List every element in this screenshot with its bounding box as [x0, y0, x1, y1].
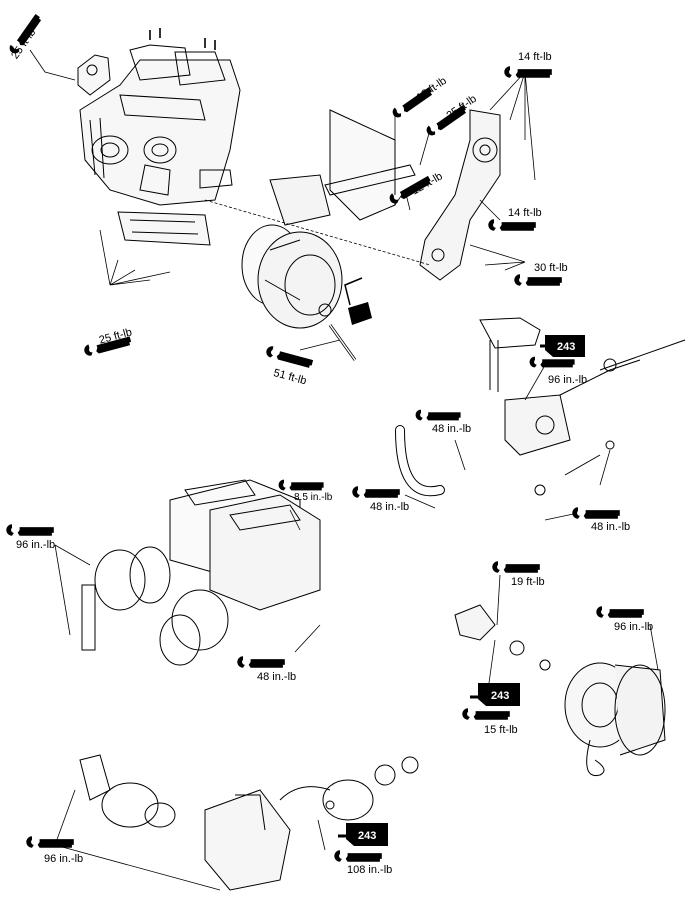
recoil-leaders — [487, 574, 659, 691]
torque-label-t4: 14 ft-lb — [518, 51, 552, 63]
torque-label-t15: 96 in.-lb — [16, 539, 56, 551]
engine-block — [79, 28, 241, 206]
drive-clutch — [241, 224, 343, 329]
engine-mount-plate — [117, 211, 211, 246]
torque-label-t13: 48 in.-lb — [591, 521, 631, 533]
loctite-label-l2: 243 — [491, 690, 509, 702]
wrench-icon-t19 — [462, 708, 510, 720]
wrench-icon-t14 — [278, 479, 324, 491]
loctite-tag-l3: 243 — [338, 823, 388, 846]
oil-can-icon — [344, 277, 372, 325]
clutch-bolt — [328, 324, 357, 361]
engine-bracket — [77, 54, 111, 96]
wrench-icon-t16 — [237, 656, 285, 668]
oil-hose — [395, 425, 445, 497]
wrench-icon-t6 — [488, 219, 536, 231]
water-pump-leaders — [54, 789, 326, 891]
chaincase-plate — [419, 109, 501, 281]
wrench-icon-t18 — [596, 606, 644, 618]
loctite-label-l3: 243 — [358, 830, 376, 842]
torque-label-t14: 8.5 in.-lb — [294, 492, 333, 503]
torque-label-t20: 96 in.-lb — [44, 853, 84, 865]
water-pump-assembly — [79, 754, 419, 891]
loctite-tag-l2: 243 — [470, 683, 520, 706]
intake-reed-assembly — [81, 479, 321, 666]
loctite-tag-l1: 243 — [540, 335, 585, 357]
wrench-icon-t11 — [415, 409, 461, 421]
torque-label-t7: 30 ft-lb — [534, 262, 568, 274]
torque-label-t17: 19 ft-lb — [511, 576, 545, 588]
intake-leaders — [54, 509, 321, 653]
torque-label-t12: 48 in.-lb — [370, 501, 410, 513]
wrench-icon-t21 — [334, 850, 382, 862]
wrench-icon-t7 — [514, 274, 562, 286]
engine-leader-lines — [29, 49, 536, 351]
oil-pump-assembly — [479, 317, 686, 496]
torque-label-t11: 48 in.-lb — [432, 423, 472, 435]
wrench-icon-t15 — [6, 524, 54, 536]
wrench-icon-t17 — [492, 561, 540, 573]
wrench-icon-t4 — [504, 66, 552, 78]
torque-label-t10: 96 in.-lb — [548, 374, 588, 386]
torque-label-t21: 108 in.-lb — [347, 864, 393, 876]
torque-label-t18: 96 in.-lb — [614, 621, 654, 633]
center-bracket — [269, 109, 416, 226]
torque-label-t6: 14 ft-lb — [508, 207, 542, 219]
wrench-icon-t13 — [572, 507, 620, 519]
recoil-starter — [454, 604, 666, 777]
wrench-icon-t12 — [352, 486, 400, 498]
wrench-icon-t10 — [529, 356, 575, 368]
loctite-label-l1: 243 — [557, 341, 575, 353]
torque-label-t19: 15 ft-lb — [484, 724, 518, 736]
wrench-icon-t20 — [26, 836, 74, 848]
torque-label-t16: 48 in.-lb — [257, 671, 297, 683]
